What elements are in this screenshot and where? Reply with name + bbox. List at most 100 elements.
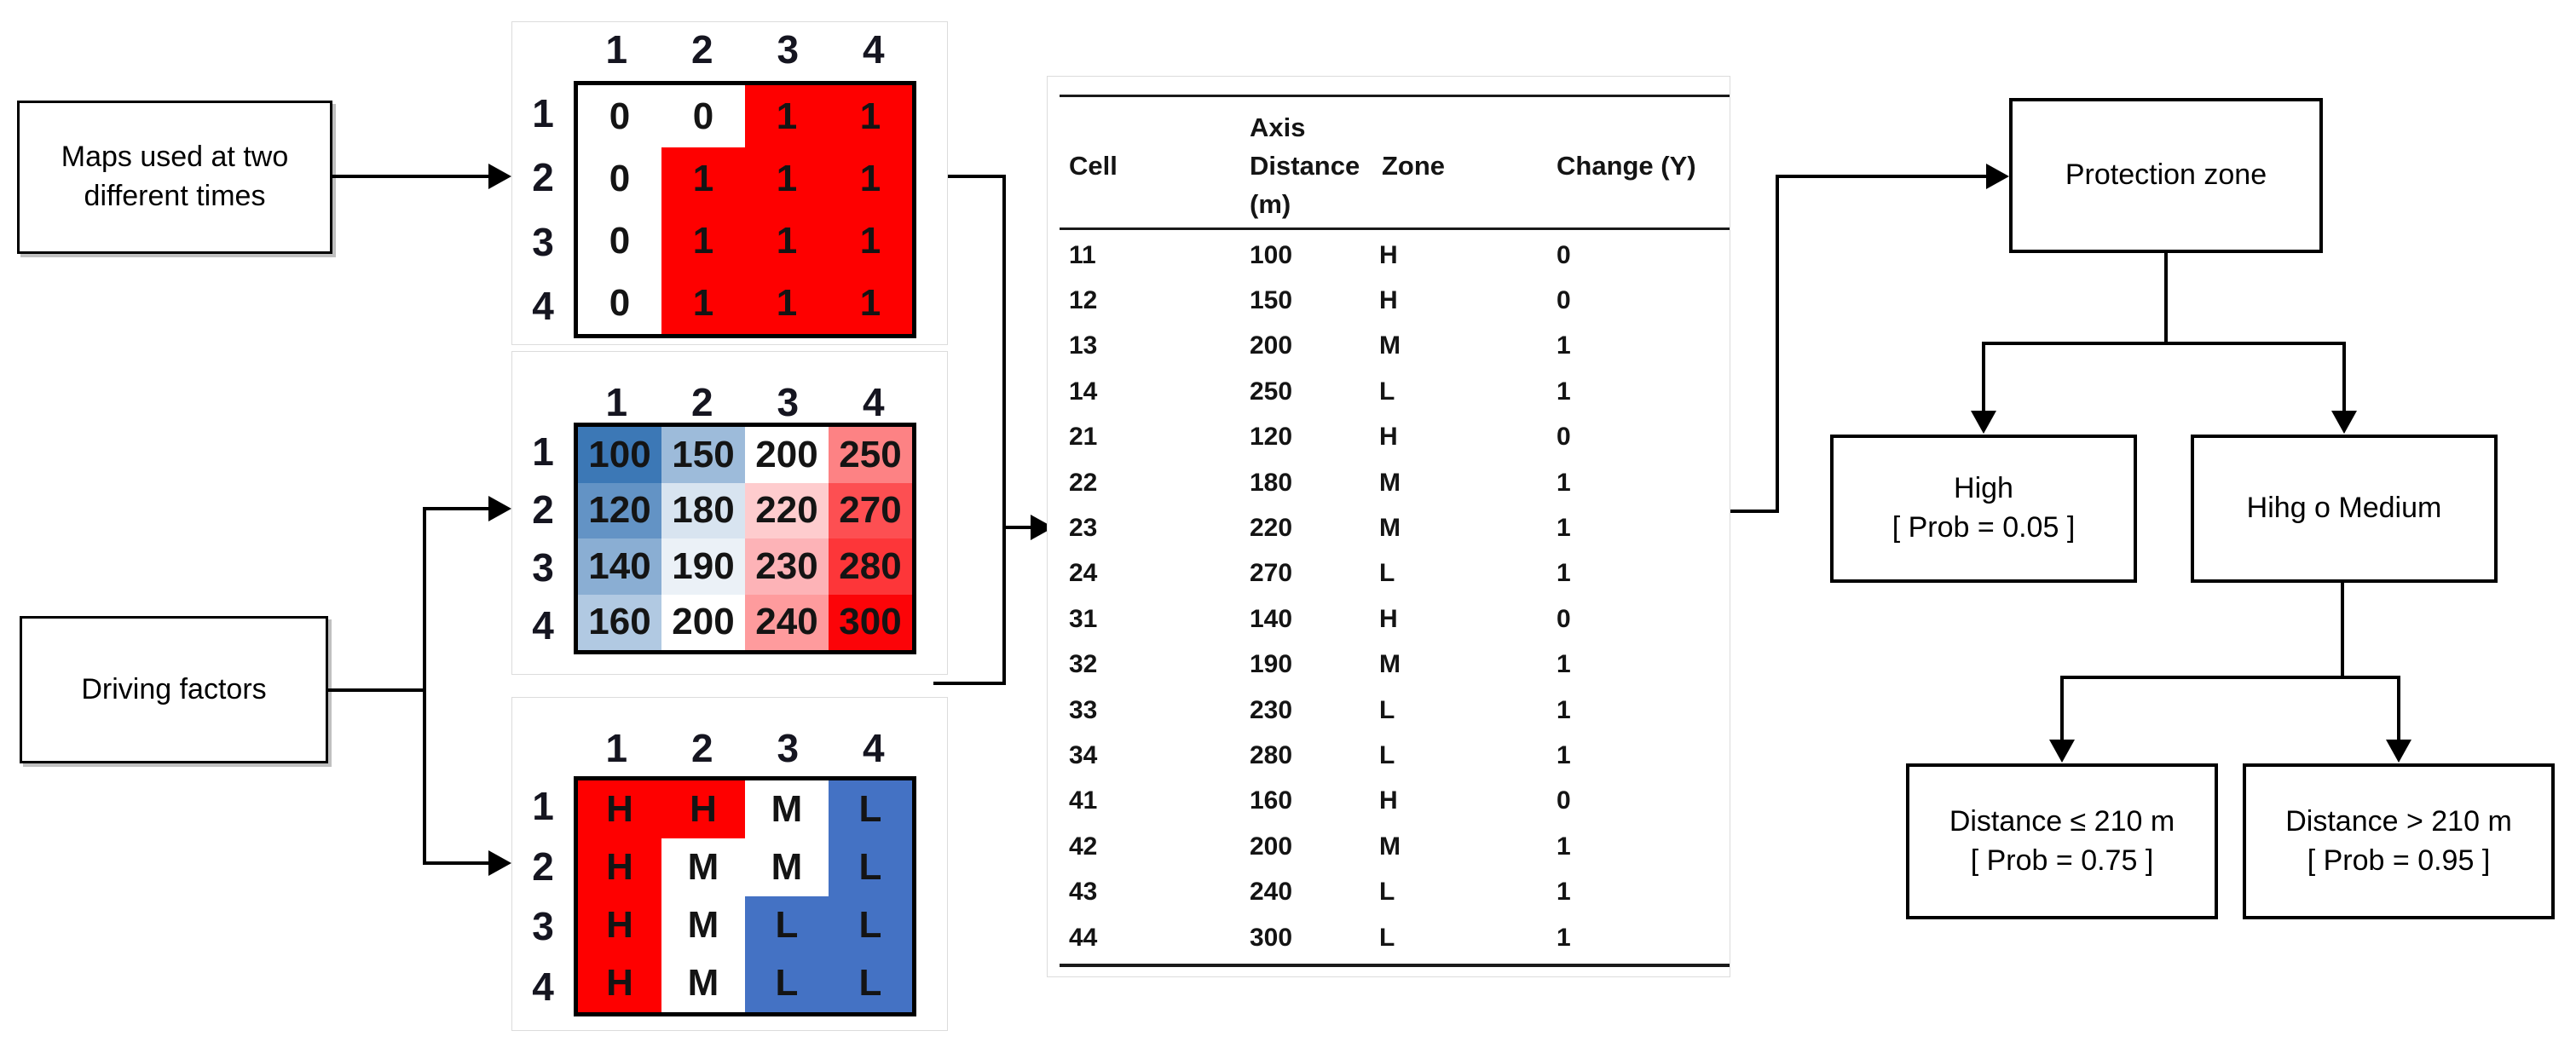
table-cell: 32 [1069, 650, 1098, 679]
table-cell: 270 [1250, 559, 1293, 588]
table-cell: 1 [1557, 468, 1571, 497]
matrix-row-header: 3 [532, 904, 554, 949]
distance-le-line2: [ Prob = 0.75 ] [1970, 844, 2154, 877]
matrix-cell: 160 [578, 594, 661, 650]
connector-driving-to-matrix2 [423, 507, 491, 510]
protection-zone-label: Protection zone [2065, 158, 2267, 192]
table-cell: 43 [1069, 878, 1098, 907]
matrix-cell: H [661, 780, 745, 838]
matrix-row-header: 2 [532, 155, 554, 200]
matrix-row-header: 1 [532, 90, 554, 135]
arrowhead-medium [2331, 411, 2357, 434]
table-cell: M [1379, 468, 1401, 497]
matrix-col-header: 3 [777, 726, 800, 770]
matrix-row-header: 3 [532, 219, 554, 264]
table-cell: M [1379, 331, 1401, 360]
table-cell: 0 [1557, 286, 1571, 315]
matrix-cell: 180 [661, 482, 745, 538]
table-cell: 120 [1250, 423, 1293, 452]
table-cell: 21 [1069, 423, 1098, 452]
connector-drop-dist-le [2060, 676, 2064, 741]
table-cell: 42 [1069, 832, 1098, 861]
table-cell: 1 [1557, 923, 1571, 952]
arrowhead-dist-gt [2386, 740, 2411, 763]
matrix-row-header: 1 [532, 784, 554, 829]
matrix-cell: 1 [745, 147, 829, 210]
high-or-medium-label: Hihg o Medium [2246, 492, 2442, 525]
distance-le-box: Distance ≤ 210 m [ Prob = 0.75 ] [1906, 763, 2218, 919]
driving-factors-label: Driving factors [81, 672, 267, 705]
matrix-cell: L [829, 896, 912, 954]
matrix-cell: L [829, 954, 912, 1012]
change-matrix-row-headers: 1 2 3 4 [519, 81, 567, 338]
table-cell: 230 [1250, 695, 1293, 724]
table-cell: 0 [1557, 604, 1571, 633]
table-cell: 250 [1250, 377, 1293, 406]
matrix-cell: L [745, 896, 829, 954]
table-top-rule [1060, 95, 1730, 97]
table-cell: 1 [1557, 514, 1571, 543]
table-cell: 100 [1250, 240, 1293, 269]
table-cell: 0 [1557, 786, 1571, 815]
table-cell: 33 [1069, 695, 1098, 724]
table-cell: 11 [1069, 240, 1096, 269]
matrix-col-header: 2 [690, 726, 713, 770]
matrix-cell: 270 [829, 482, 912, 538]
arrowhead-driving-to-matrix3 [488, 850, 511, 876]
table-cell: H [1379, 423, 1398, 452]
maps-box-label: Maps used at two different times [61, 141, 289, 212]
matrix-cell: 0 [578, 147, 661, 210]
protection-zone-box: Protection zone [2009, 98, 2323, 253]
matrix-col-header: 3 [777, 380, 800, 424]
matrix-cell: 1 [661, 147, 745, 210]
matrix-cell: M [661, 954, 745, 1012]
connector-drop-medium [2342, 342, 2346, 412]
table-cell: 1 [1557, 650, 1571, 679]
table-cell: 190 [1250, 650, 1293, 679]
table-cell: M [1379, 650, 1401, 679]
table-header-m: (m) [1250, 189, 1291, 219]
table-cell: 1 [1557, 331, 1571, 360]
table-cell: L [1379, 559, 1395, 588]
table-row: 32 190 M 1 [1069, 642, 1723, 688]
table-cell: H [1379, 604, 1398, 633]
matrix-cell: 1 [661, 210, 745, 272]
matrix-row-header: 3 [532, 545, 554, 590]
table-cell: 34 [1069, 740, 1098, 769]
matrix-cell: 1 [829, 272, 912, 334]
driving-factors-box: Driving factors [20, 616, 328, 763]
table-cell: 23 [1069, 514, 1098, 543]
table-cell: 44 [1069, 923, 1098, 952]
matrix-cell: 0 [578, 210, 661, 272]
table-cell: 0 [1557, 240, 1571, 269]
table-cell: 12 [1069, 286, 1098, 315]
table-cell: 41 [1069, 786, 1098, 815]
connector-split-bar-2 [2060, 676, 2400, 679]
distance-gt-line2: [ Prob = 0.95 ] [2307, 844, 2491, 877]
table-cell: 0 [1557, 423, 1571, 452]
matrix-cell: L [745, 954, 829, 1012]
table-cell: 13 [1069, 331, 1098, 360]
arrowhead-to-protection [1986, 164, 2009, 189]
matrix-row-header: 2 [532, 487, 554, 532]
matrix-row-header: 4 [532, 284, 554, 329]
matrix-cell: 240 [745, 594, 829, 650]
table-cell: H [1379, 786, 1398, 815]
matrix-col-header: 1 [605, 27, 628, 72]
table-cell: 160 [1250, 786, 1293, 815]
matrix-cell: 1 [829, 147, 912, 210]
matrix-col-header: 2 [690, 27, 713, 72]
table-cell: M [1379, 832, 1401, 861]
connector-driving-stem [328, 688, 426, 692]
cell-data-table: Cell Axis Distance (m) Zone Change (Y) 1… [1047, 76, 1730, 977]
